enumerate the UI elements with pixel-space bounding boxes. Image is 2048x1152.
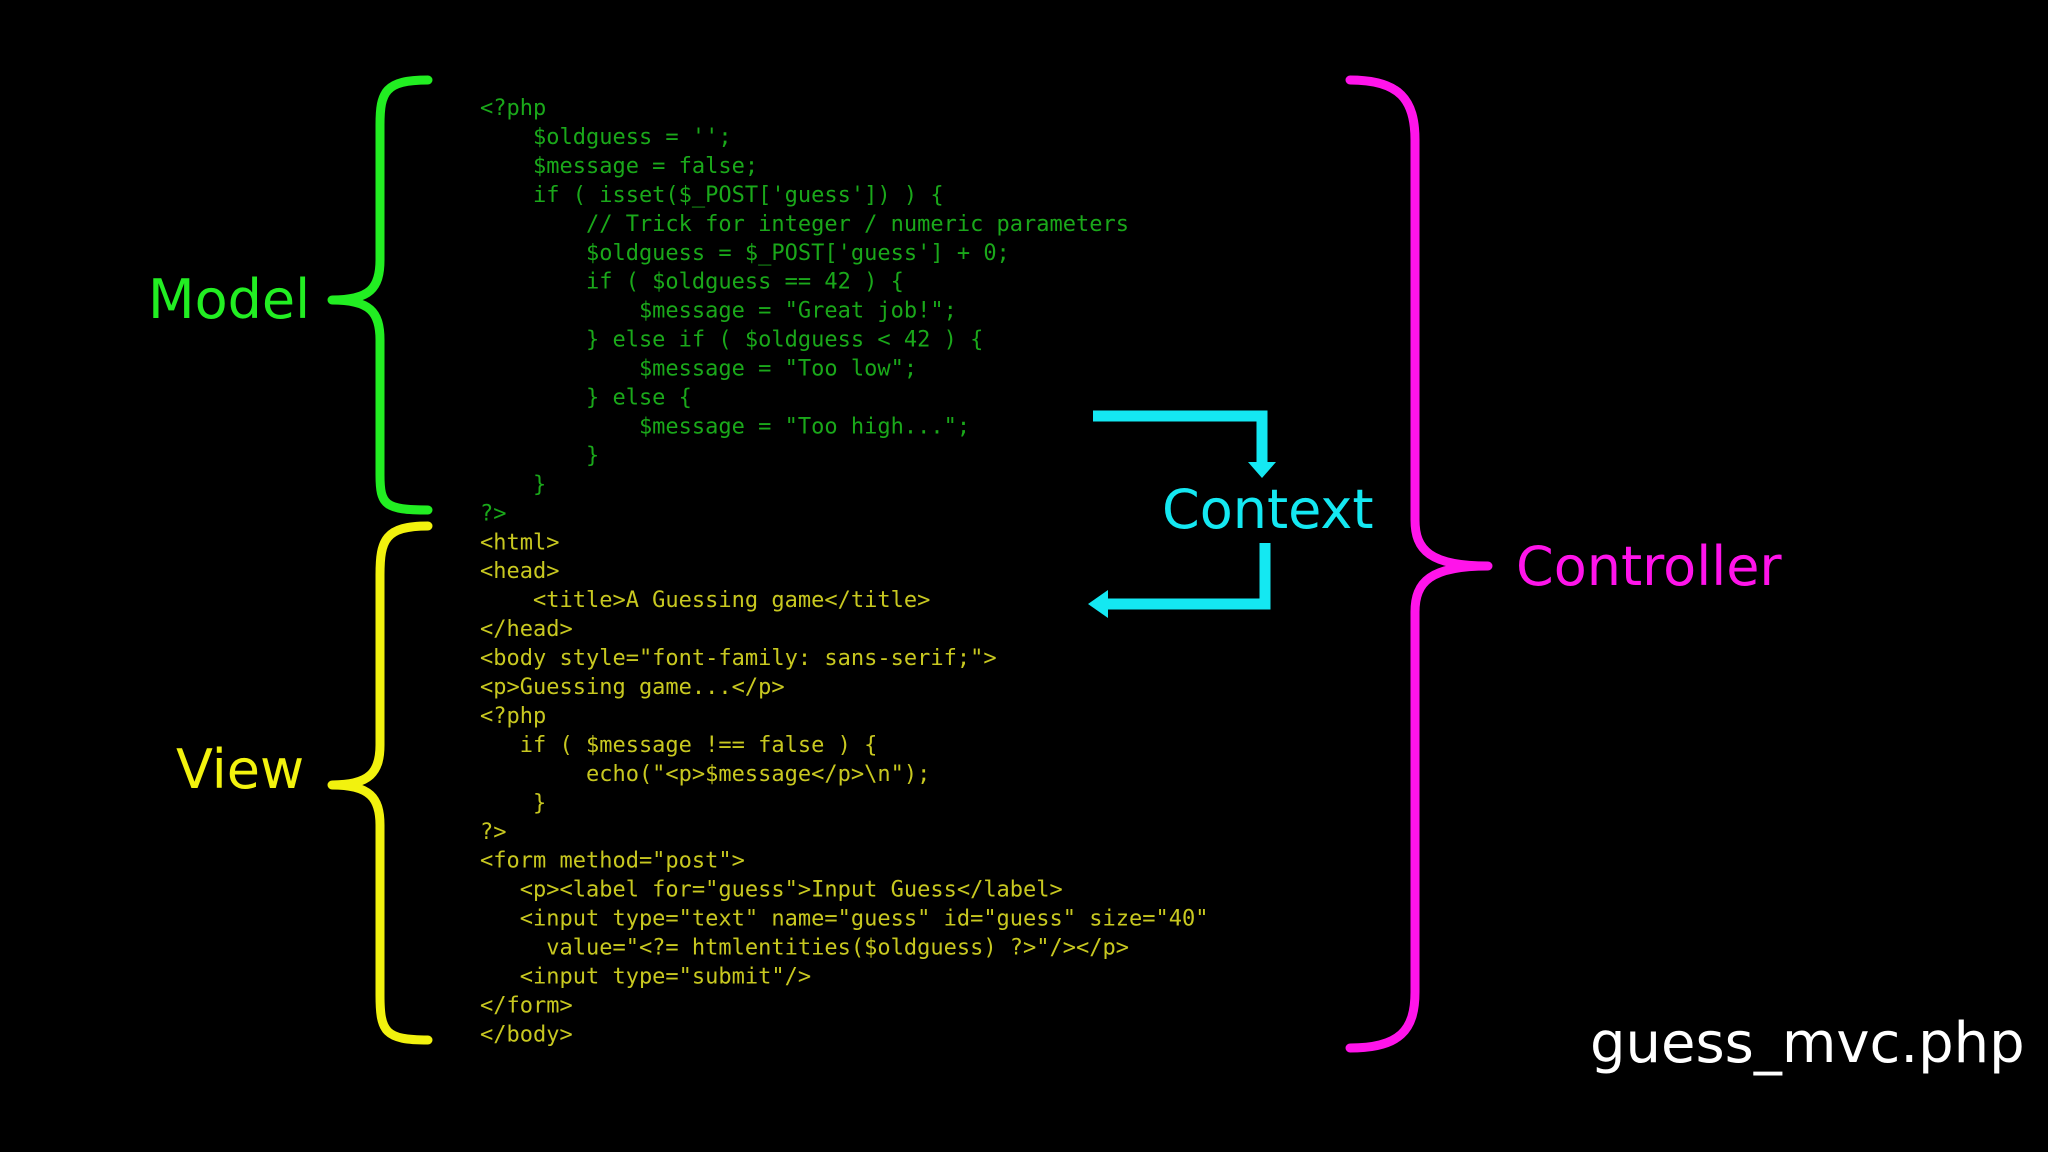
model-label: Model [148,268,310,331]
code-line: $message = "Too high..."; [480,414,970,439]
code-line: $message = false; [480,154,758,179]
controller-brace [1345,75,1493,1053]
code-line: if ( isset($_POST['guess']) ) { [480,183,944,208]
code-line: <form method="post"> [480,849,745,874]
code-line: } [480,472,546,497]
model-code-block: <?php $oldguess = ''; $message = false; … [480,96,1129,526]
code-line: ?> [480,820,507,845]
code-line: } else if ( $oldguess < 42 ) { [480,328,983,353]
view-brace [327,521,433,1045]
code-line: if ( $oldguess == 42 ) { [480,270,904,295]
code-line: </form> [480,993,573,1018]
code-line: value="<?= htmlentities($oldguess) ?>"/>… [480,936,1129,961]
context-in-arrow [1093,410,1268,462]
code-line: } [480,443,599,468]
context-label: Context [1162,478,1374,541]
code-line: <input type="submit"/> [480,965,811,990]
context-in-arrowhead [1248,462,1276,478]
code-line: <p>Guessing game...</p> [480,675,785,700]
code-line: <body style="font-family: sans-serif;"> [480,646,997,671]
code-line: <title>A Guessing game</title> [480,588,930,613]
code-line: <?php [480,96,546,121]
filename-label: guess_mvc.php [1590,1011,2025,1076]
code-line: ?> [480,501,507,526]
view-label: View [176,738,304,801]
code-line: $oldguess = $_POST['guess'] + 0; [480,241,1010,266]
code-line: </head> [480,617,573,642]
context-out-arrow [1108,543,1271,610]
code-line: <?php [480,704,546,729]
code-line: if ( $message !== false ) { [480,733,877,758]
controller-label: Controller [1516,535,1782,598]
code-line: } [480,791,546,816]
code-line: echo("<p>$message</p>\n"); [480,762,930,787]
code-line: } else { [480,386,692,411]
context-out-arrowhead [1088,590,1108,618]
code-line: <input type="text" name="guess" id="gues… [480,907,1208,932]
code-line: // Trick for integer / numeric parameter… [480,212,1129,237]
code-line: <html> [480,530,559,555]
code-line: <head> [480,559,559,584]
code-line: $oldguess = ''; [480,125,732,150]
code-line: $message = "Great job!"; [480,299,957,324]
view-code-block: <html> <head> <title>A Guessing game</tit… [480,530,1208,1047]
code-line: $message = "Too low"; [480,357,917,382]
code-line: </body> [480,1022,573,1047]
model-brace [327,75,433,515]
code-line: <p><label for="guess">Input Guess</label… [480,878,1063,903]
